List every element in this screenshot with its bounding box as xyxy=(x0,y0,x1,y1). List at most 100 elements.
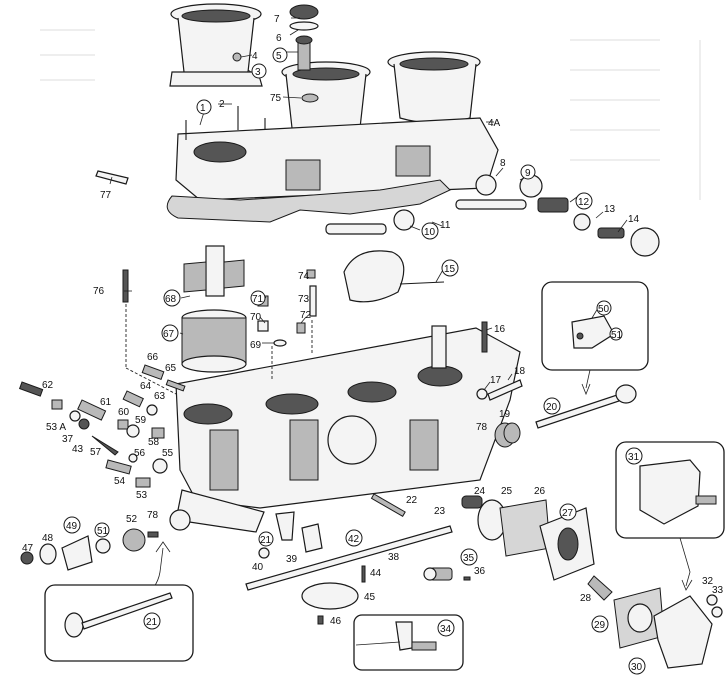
label-part-56: 56 xyxy=(134,448,146,459)
inset-lever-34 xyxy=(353,614,464,671)
top-gasket xyxy=(166,179,451,223)
screw-22 xyxy=(370,493,406,518)
label-part-77: 77 xyxy=(100,190,112,201)
label-part-4: 4 xyxy=(252,51,258,62)
label-part-70: 70 xyxy=(250,312,262,323)
pump-assembly xyxy=(461,495,723,669)
label-part-31: 31 xyxy=(628,452,640,463)
leader-lines xyxy=(109,17,628,391)
label-part-28: 28 xyxy=(580,593,592,604)
label-part-65: 65 xyxy=(165,363,177,374)
label-part-22: 22 xyxy=(406,495,418,506)
spindle-20 xyxy=(535,384,637,429)
label-part-17: 17 xyxy=(490,375,502,386)
label-part-34: 34 xyxy=(440,624,452,635)
label-part-38: 38 xyxy=(388,552,400,563)
label-part-20: 20 xyxy=(546,402,558,413)
label-part-7: 7 xyxy=(274,14,280,25)
label-part-40: 40 xyxy=(252,562,264,573)
label-part-44: 44 xyxy=(370,568,382,579)
air-horn-right xyxy=(387,51,481,124)
label-part-59: 59 xyxy=(135,415,147,426)
fitting-35 xyxy=(423,567,471,581)
label-part-18: 18 xyxy=(514,366,526,377)
label-part-62: 62 xyxy=(42,380,54,391)
label-part-3: 3 xyxy=(255,67,261,78)
throttle-spindle-38 xyxy=(245,525,453,591)
float-cage xyxy=(183,245,245,297)
label-part-71: 71 xyxy=(252,294,264,305)
inset-pump-cover-31 xyxy=(615,441,725,591)
pin-44 xyxy=(361,565,366,583)
label-part-57: 57 xyxy=(90,447,102,458)
label-part-61: 61 xyxy=(100,397,112,408)
label-part-2: 2 xyxy=(219,99,225,110)
label-part-27: 27 xyxy=(562,508,574,519)
label-part-33: 33 xyxy=(712,585,724,596)
air-horn-left xyxy=(169,3,263,87)
label-part-74: 74 xyxy=(298,271,310,282)
label-part-6: 6 xyxy=(276,33,282,44)
filler-cap xyxy=(289,4,319,71)
fuel-union-pipes xyxy=(325,174,660,257)
label-part-68: 68 xyxy=(165,294,177,305)
label-part-50: 50 xyxy=(598,304,610,315)
screw-18 xyxy=(476,379,523,401)
label-part-67: 67 xyxy=(163,329,175,340)
label-part-8: 8 xyxy=(500,158,506,169)
part-labels: 1 2 3 4 4A 5 6 7 8 9 10 11 12 13 14 15 1… xyxy=(22,14,724,673)
label-part-49: 49 xyxy=(66,521,78,532)
callout-circles xyxy=(63,47,646,675)
screw-46 xyxy=(317,615,324,625)
label-part-75: 75 xyxy=(270,93,282,104)
label-part-1: 1 xyxy=(200,103,206,114)
label-part-32: 32 xyxy=(702,576,714,587)
label-part-37: 37 xyxy=(62,434,74,445)
inset-spindle-21 xyxy=(44,584,194,662)
label-part-21-inset: 21 xyxy=(146,617,158,628)
label-part-48: 48 xyxy=(42,533,54,544)
spring-19 xyxy=(494,422,521,448)
label-part-15: 15 xyxy=(444,264,456,275)
label-part-36: 36 xyxy=(474,566,486,577)
left-jets xyxy=(18,364,186,488)
label-part-53: 53 xyxy=(136,490,148,501)
label-part-45: 45 xyxy=(364,592,376,603)
label-part-76: 76 xyxy=(93,286,105,297)
label-part-52: 52 xyxy=(126,514,138,525)
label-part-19: 19 xyxy=(499,409,511,420)
label-part-35: 35 xyxy=(463,553,475,564)
label-part-53a: 53 A xyxy=(46,422,66,433)
label-part-23: 23 xyxy=(434,506,446,517)
label-part-29: 29 xyxy=(594,620,606,631)
label-part-69: 69 xyxy=(250,340,262,351)
label-part-30: 30 xyxy=(631,662,643,673)
label-part-42: 42 xyxy=(348,534,360,545)
background-bleed xyxy=(40,29,701,200)
label-part-9: 9 xyxy=(525,168,531,179)
throttle-linkage-left xyxy=(20,528,159,571)
label-part-58: 58 xyxy=(148,437,160,448)
label-part-64: 64 xyxy=(140,381,152,392)
label-part-21-body: 21 xyxy=(260,535,272,546)
label-part-10: 10 xyxy=(424,227,436,238)
label-part-43: 43 xyxy=(72,444,84,455)
float-15 xyxy=(343,250,445,303)
label-part-25: 25 xyxy=(501,486,513,497)
label-part-16: 16 xyxy=(494,324,506,335)
top-cover xyxy=(175,106,499,201)
label-part-66: 66 xyxy=(147,352,159,363)
lever-42 xyxy=(258,511,323,559)
label-part-13: 13 xyxy=(604,204,616,215)
main-body xyxy=(169,321,521,533)
label-part-24: 24 xyxy=(474,486,486,497)
disc-45 xyxy=(301,582,359,610)
label-part-51: 51 xyxy=(97,526,109,537)
label-part-78-body: 78 xyxy=(476,422,488,433)
inset-lever-50 xyxy=(541,281,649,396)
label-part-4a: 4A xyxy=(488,118,501,129)
label-part-47: 47 xyxy=(22,543,34,554)
label-part-46: 46 xyxy=(330,616,342,627)
label-part-11: 11 xyxy=(440,220,451,231)
